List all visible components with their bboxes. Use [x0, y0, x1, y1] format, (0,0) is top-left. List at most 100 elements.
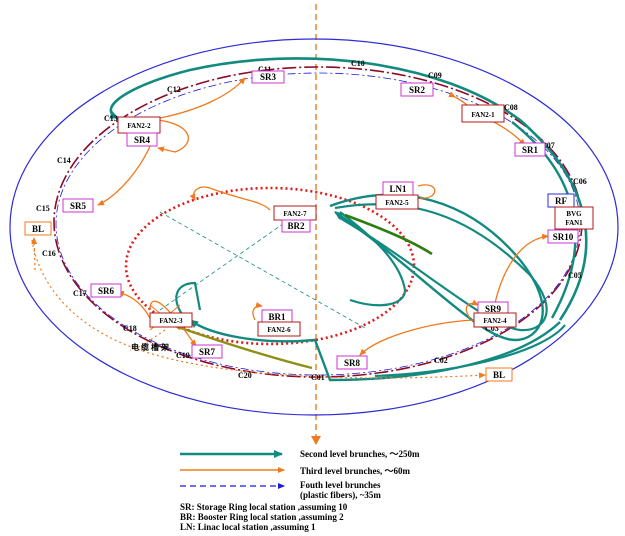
svg-text:FAN2-1: FAN2-1 — [471, 111, 495, 119]
svg-text:LN1: LN1 — [389, 184, 407, 194]
ring-cell-c07: C07 — [541, 141, 555, 150]
legend-note-ln: LN: Linac local station ,assuming 1 — [180, 522, 316, 532]
station-fan2-7: FAN2-7 — [273, 205, 317, 221]
station-sr3: SR3 — [251, 70, 285, 84]
station-sr4: SR4 — [126, 132, 158, 147]
svg-text:BR2: BR2 — [287, 221, 305, 231]
station-sr5: SR5 — [62, 198, 94, 213]
cable-tray-label: 电 缆 槽 架 — [131, 342, 169, 352]
legend-note-br: BR: Booster Ring local station ,assuming… — [180, 512, 344, 522]
svg-text:FAN2-3: FAN2-3 — [159, 317, 183, 325]
legend-fourth-level-line2: (plastic fibers), ~35m — [300, 490, 381, 500]
ring-cell-c12: C12 — [167, 85, 181, 94]
ring-cell-c14: C14 — [57, 156, 71, 165]
svg-text:SR4: SR4 — [134, 135, 151, 145]
svg-text:SR7: SR7 — [199, 347, 216, 357]
center-axis-arrowhead — [311, 436, 321, 445]
ring-cell-c20: C20 — [238, 371, 252, 380]
linac-line — [344, 213, 433, 256]
olive-line — [171, 323, 313, 370]
second-level-bottom-arc — [374, 324, 566, 378]
station-fan2-3: FAN2-3 — [149, 312, 193, 328]
svg-text:FAN1: FAN1 — [565, 219, 583, 227]
legend-note-sr: SR: Storage Ring local station ,assuming… — [180, 502, 348, 512]
third-level-fan27 — [189, 186, 271, 211]
second-level-fan23-branch — [175, 281, 202, 319]
ring-cell-c06: C06 — [573, 177, 587, 186]
third-level-ln1 — [417, 184, 436, 199]
station-sr10: SR10 — [547, 229, 579, 244]
outer-boundary — [9, 38, 619, 416]
station-sr8: SR8 — [336, 355, 368, 370]
svg-text:BR1: BR1 — [268, 312, 286, 322]
station-bl-bottom: BL — [485, 367, 513, 382]
second-level-inner-2 — [334, 203, 548, 332]
svg-text:FAN2-7: FAN2-7 — [283, 210, 307, 218]
second-level-top-loop — [109, 57, 588, 321]
ring-cell-c02: C02 — [434, 356, 448, 365]
svg-text:FAN2-6: FAN2-6 — [267, 326, 291, 334]
svg-text:SR9: SR9 — [485, 304, 502, 314]
ring-cell-c11: C11 — [258, 65, 271, 74]
dotted-bl-left-arrow — [31, 237, 38, 271]
svg-text:FAN2-4: FAN2-4 — [483, 317, 507, 325]
third-level-sr3 — [159, 77, 246, 119]
svg-text:BL: BL — [32, 224, 44, 234]
svg-text:BL: BL — [493, 370, 505, 380]
diagonal-2 — [159, 211, 366, 329]
second-level-bottom — [189, 319, 561, 382]
ring-cell-c15: C15 — [36, 204, 50, 213]
station-br1: BR1 — [261, 309, 293, 324]
ring-cell-c05: C05 — [568, 271, 582, 280]
svg-text:SR2: SR2 — [409, 85, 426, 95]
ring-cell-c13: C13 — [104, 114, 118, 123]
svg-text:RF: RF — [555, 196, 567, 206]
third-level-sr8 — [359, 319, 481, 356]
station-ln1: LN1 — [382, 181, 414, 196]
svg-text:SR6: SR6 — [98, 286, 115, 296]
svg-text:FAN2-2: FAN2-2 — [127, 122, 151, 130]
dotted-bl-left — [31, 239, 486, 379]
third-level-sr4 — [157, 119, 189, 153]
svg-text:SR3: SR3 — [260, 72, 277, 82]
ring-cell-c17: C17 — [73, 289, 87, 298]
third-level-sr1 — [489, 119, 526, 146]
ring-cell-c10: C10 — [351, 59, 365, 68]
svg-text:SR5: SR5 — [70, 201, 87, 211]
diagonal-1 — [159, 211, 301, 311]
svg-text:SR1: SR1 — [522, 145, 539, 155]
second-level-br2-link — [339, 211, 407, 307]
station-br2: BR2 — [281, 219, 311, 233]
station-fan2-6: FAN2-6 — [257, 321, 301, 337]
station-sr2: SR2 — [400, 82, 434, 97]
station-sr7: SR7 — [191, 344, 223, 359]
ring-cell-c08: C08 — [504, 103, 518, 112]
svg-text:BVG: BVG — [566, 210, 582, 218]
second-level-inner-1 — [329, 193, 544, 342]
legend-fourth-level-line1: Fouth level brunches — [300, 480, 381, 490]
station-fan2-1: FAN2-1 — [461, 104, 505, 123]
svg-text:SR10: SR10 — [553, 232, 574, 242]
station-fan2-5: FAN2-5 — [375, 194, 419, 210]
svg-text:FAN2-5: FAN2-5 — [385, 199, 409, 207]
ring-cell-c18: C18 — [123, 324, 137, 333]
third-level-sr9 — [465, 299, 479, 319]
station-fan2-4: FAN2-4 — [473, 312, 517, 328]
ring-cell-c03: C03 — [485, 324, 499, 333]
legend-third-level: Third level brunches, ～60m — [300, 466, 411, 476]
ring-cell-c16: C16 — [42, 249, 56, 258]
svg-text:SR8: SR8 — [344, 358, 361, 368]
station-bvg-fan1: BVG FAN1 — [554, 206, 594, 230]
ring-cell-c09: C09 — [428, 71, 442, 80]
station-fan2-2: FAN2-2 — [117, 116, 161, 134]
ring-cell-c19: C19 — [176, 351, 190, 360]
legend-second-level: Second level brunches, ～250m — [300, 449, 420, 459]
station-sr6: SR6 — [90, 283, 122, 298]
station-bl-left: BL — [24, 221, 52, 236]
ring-cell-c01: C01 — [311, 373, 325, 382]
station-rf: RF — [547, 193, 575, 208]
station-sr1: SR1 — [514, 142, 546, 157]
station-sr9: SR9 — [477, 301, 509, 316]
